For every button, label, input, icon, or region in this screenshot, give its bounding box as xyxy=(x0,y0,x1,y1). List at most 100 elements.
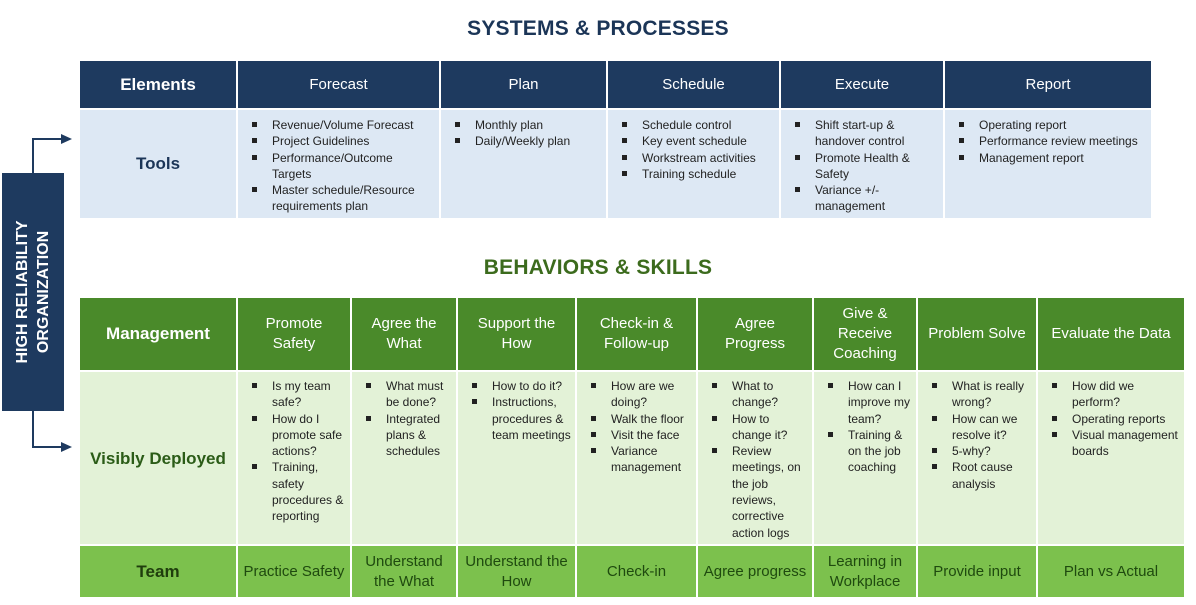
list-item: Variance +/- management xyxy=(793,182,939,215)
management-label: Management xyxy=(80,298,238,370)
list-item: How can we resolve it? xyxy=(930,411,1034,444)
list-item: Workstream activities xyxy=(620,150,775,166)
list-item: Root cause analysis xyxy=(930,459,1034,492)
visibly-agree-progress-cell: What to change? How to change it? Review… xyxy=(698,372,814,544)
arrow-to-tools-head xyxy=(61,134,72,144)
list-item: Walk the floor xyxy=(589,411,694,427)
list-item: How to change it? xyxy=(710,411,810,444)
tools-execute-list: Shift start-up & handover control Promot… xyxy=(781,110,943,215)
list-item: Project Guidelines xyxy=(250,133,435,149)
list-item: Training & on the job coaching xyxy=(826,427,914,476)
management-check-in-follow-up: Check-in & Follow-up xyxy=(577,298,698,370)
list-item: Is my team safe? xyxy=(250,378,348,411)
list-item: What is really wrong? xyxy=(930,378,1034,411)
visibly-support-the-how-list: How to do it? Instructions, procedures &… xyxy=(458,372,575,443)
tools-label: Tools xyxy=(80,110,238,218)
visibly-problem-solve-list: What is really wrong? How can we resolve… xyxy=(918,372,1036,492)
visibly-evaluate-cell: How did we perform? Operating reports Vi… xyxy=(1038,372,1184,544)
list-item: How do I promote safe actions? xyxy=(250,411,348,460)
list-item: Key event schedule xyxy=(620,133,775,149)
tools-plan-cell: Monthly plan Daily/Weekly plan xyxy=(441,110,608,218)
list-item: Variance management xyxy=(589,443,694,476)
arrow-to-visibly-deployed-head xyxy=(61,442,72,452)
visibly-promote-safety-cell: Is my team safe? How do I promote safe a… xyxy=(238,372,352,544)
list-item: How are we doing? xyxy=(589,378,694,411)
arrow-to-tools xyxy=(32,138,62,173)
behaviors-section-title: BEHAVIORS & SKILLS xyxy=(483,256,713,279)
tools-report-list: Operating report Performance review meet… xyxy=(945,110,1151,166)
list-item: What to change? xyxy=(710,378,810,411)
header-elements: Elements xyxy=(80,61,238,108)
header-report: Report xyxy=(1025,76,1071,93)
tools-schedule-cell: Schedule control Key event schedule Work… xyxy=(608,110,781,218)
team-provide-input: Provide input xyxy=(918,546,1038,597)
management-promote-safety: Promote Safety xyxy=(238,298,352,370)
team-understand-the-how: Understand the How xyxy=(458,546,577,597)
visibly-evaluate-list: How did we perform? Operating reports Vi… xyxy=(1038,372,1184,459)
list-item: Daily/Weekly plan xyxy=(453,133,602,149)
header-plan: Plan xyxy=(441,61,608,108)
tools-forecast-cell: Revenue/Volume Forecast Project Guidelin… xyxy=(238,110,441,218)
list-item: Performance review meetings xyxy=(957,133,1147,149)
management-evaluate-the-data: Evaluate the Data xyxy=(1051,325,1171,342)
list-item: How can I improve my team? xyxy=(826,378,914,427)
team-practice-safety: Practice Safety xyxy=(238,546,352,597)
list-item: Instructions, procedures & team meetings xyxy=(470,394,573,443)
visibly-agree-progress-list: What to change? How to change it? Review… xyxy=(698,372,812,541)
tools-plan-list: Monthly plan Daily/Weekly plan xyxy=(441,110,606,150)
list-item: 5-why? xyxy=(930,443,1034,459)
team-label: Team xyxy=(80,546,238,597)
list-item: Training schedule xyxy=(620,166,775,182)
visibly-deployed-row: Visibly Deployed Is my team safe? How do… xyxy=(80,372,1184,544)
tools-forecast-list: Revenue/Volume Forecast Project Guidelin… xyxy=(238,110,439,215)
visibly-agree-the-what-list: What must be done? Integrated plans & sc… xyxy=(352,372,456,459)
team-check-in: Check-in xyxy=(577,546,698,597)
visibly-agree-the-what-cell: What must be done? Integrated plans & sc… xyxy=(352,372,458,544)
list-item: Schedule control xyxy=(620,117,775,133)
systems-header-row: Elements Forecast Plan Schedule Execute … xyxy=(80,61,1151,108)
team-understand-the-what: Understand the What xyxy=(352,546,458,597)
management-give-receive-coaching: Give & Receive Coaching xyxy=(814,298,918,370)
list-item: Operating report xyxy=(957,117,1147,133)
list-item: Promote Health & Safety xyxy=(793,150,939,183)
systems-section-title: SYSTEMS & PROCESSES xyxy=(467,17,729,40)
list-item: Master schedule/Resource requirements pl… xyxy=(250,182,435,215)
management-row: Management Promote Safety Agree the What… xyxy=(80,298,1184,370)
tools-execute-cell: Shift start-up & handover control Promot… xyxy=(781,110,945,218)
team-agree-progress: Agree progress xyxy=(698,546,814,597)
list-item: Monthly plan xyxy=(453,117,602,133)
management-problem-solve: Problem Solve xyxy=(918,298,1038,370)
team-learning-in-workplace: Learning in Workplace xyxy=(814,546,918,597)
visibly-promote-safety-list: Is my team safe? How do I promote safe a… xyxy=(238,372,350,525)
visibly-deployed-label: Visibly Deployed xyxy=(80,372,238,544)
team-plan-vs-actual: Plan vs Actual xyxy=(1063,562,1159,580)
list-item: Revenue/Volume Forecast xyxy=(250,117,435,133)
management-agree-the-what: Agree the What xyxy=(352,298,458,370)
list-item: Performance/Outcome Targets xyxy=(250,150,435,183)
tools-schedule-list: Schedule control Key event schedule Work… xyxy=(608,110,779,182)
list-item: Visit the face xyxy=(589,427,694,443)
visibly-coaching-cell: How can I improve my team? Training & on… xyxy=(814,372,918,544)
arrow-to-visibly-deployed xyxy=(32,411,62,448)
management-support-the-how: Support the How xyxy=(458,298,577,370)
tools-row: Tools Revenue/Volume Forecast Project Gu… xyxy=(80,110,1151,218)
list-item: Shift start-up & handover control xyxy=(793,117,939,150)
visibly-coaching-list: How can I improve my team? Training & on… xyxy=(814,372,916,476)
visibly-check-in-list: How are we doing? Walk the floor Visit t… xyxy=(577,372,696,476)
team-row: Team Practice Safety Understand the What… xyxy=(80,546,1184,597)
list-item: Management report xyxy=(957,150,1147,166)
management-agree-progress: Agree Progress xyxy=(698,298,814,370)
header-execute: Execute xyxy=(781,61,945,108)
hro-label-box xyxy=(2,173,64,411)
visibly-check-in-cell: How are we doing? Walk the floor Visit t… xyxy=(577,372,698,544)
header-forecast: Forecast xyxy=(238,61,441,108)
list-item: Training, safety procedures & reporting xyxy=(250,459,348,524)
visibly-problem-solve-cell: What is really wrong? How can we resolve… xyxy=(918,372,1038,544)
list-item: Integrated plans & schedules xyxy=(364,411,454,460)
list-item: Review meetings, on the job reviews, cor… xyxy=(710,443,810,541)
list-item: How to do it? xyxy=(470,378,573,394)
list-item: What must be done? xyxy=(364,378,454,411)
visibly-support-the-how-cell: How to do it? Instructions, procedures &… xyxy=(458,372,577,544)
list-item: Visual management boards xyxy=(1050,427,1182,460)
